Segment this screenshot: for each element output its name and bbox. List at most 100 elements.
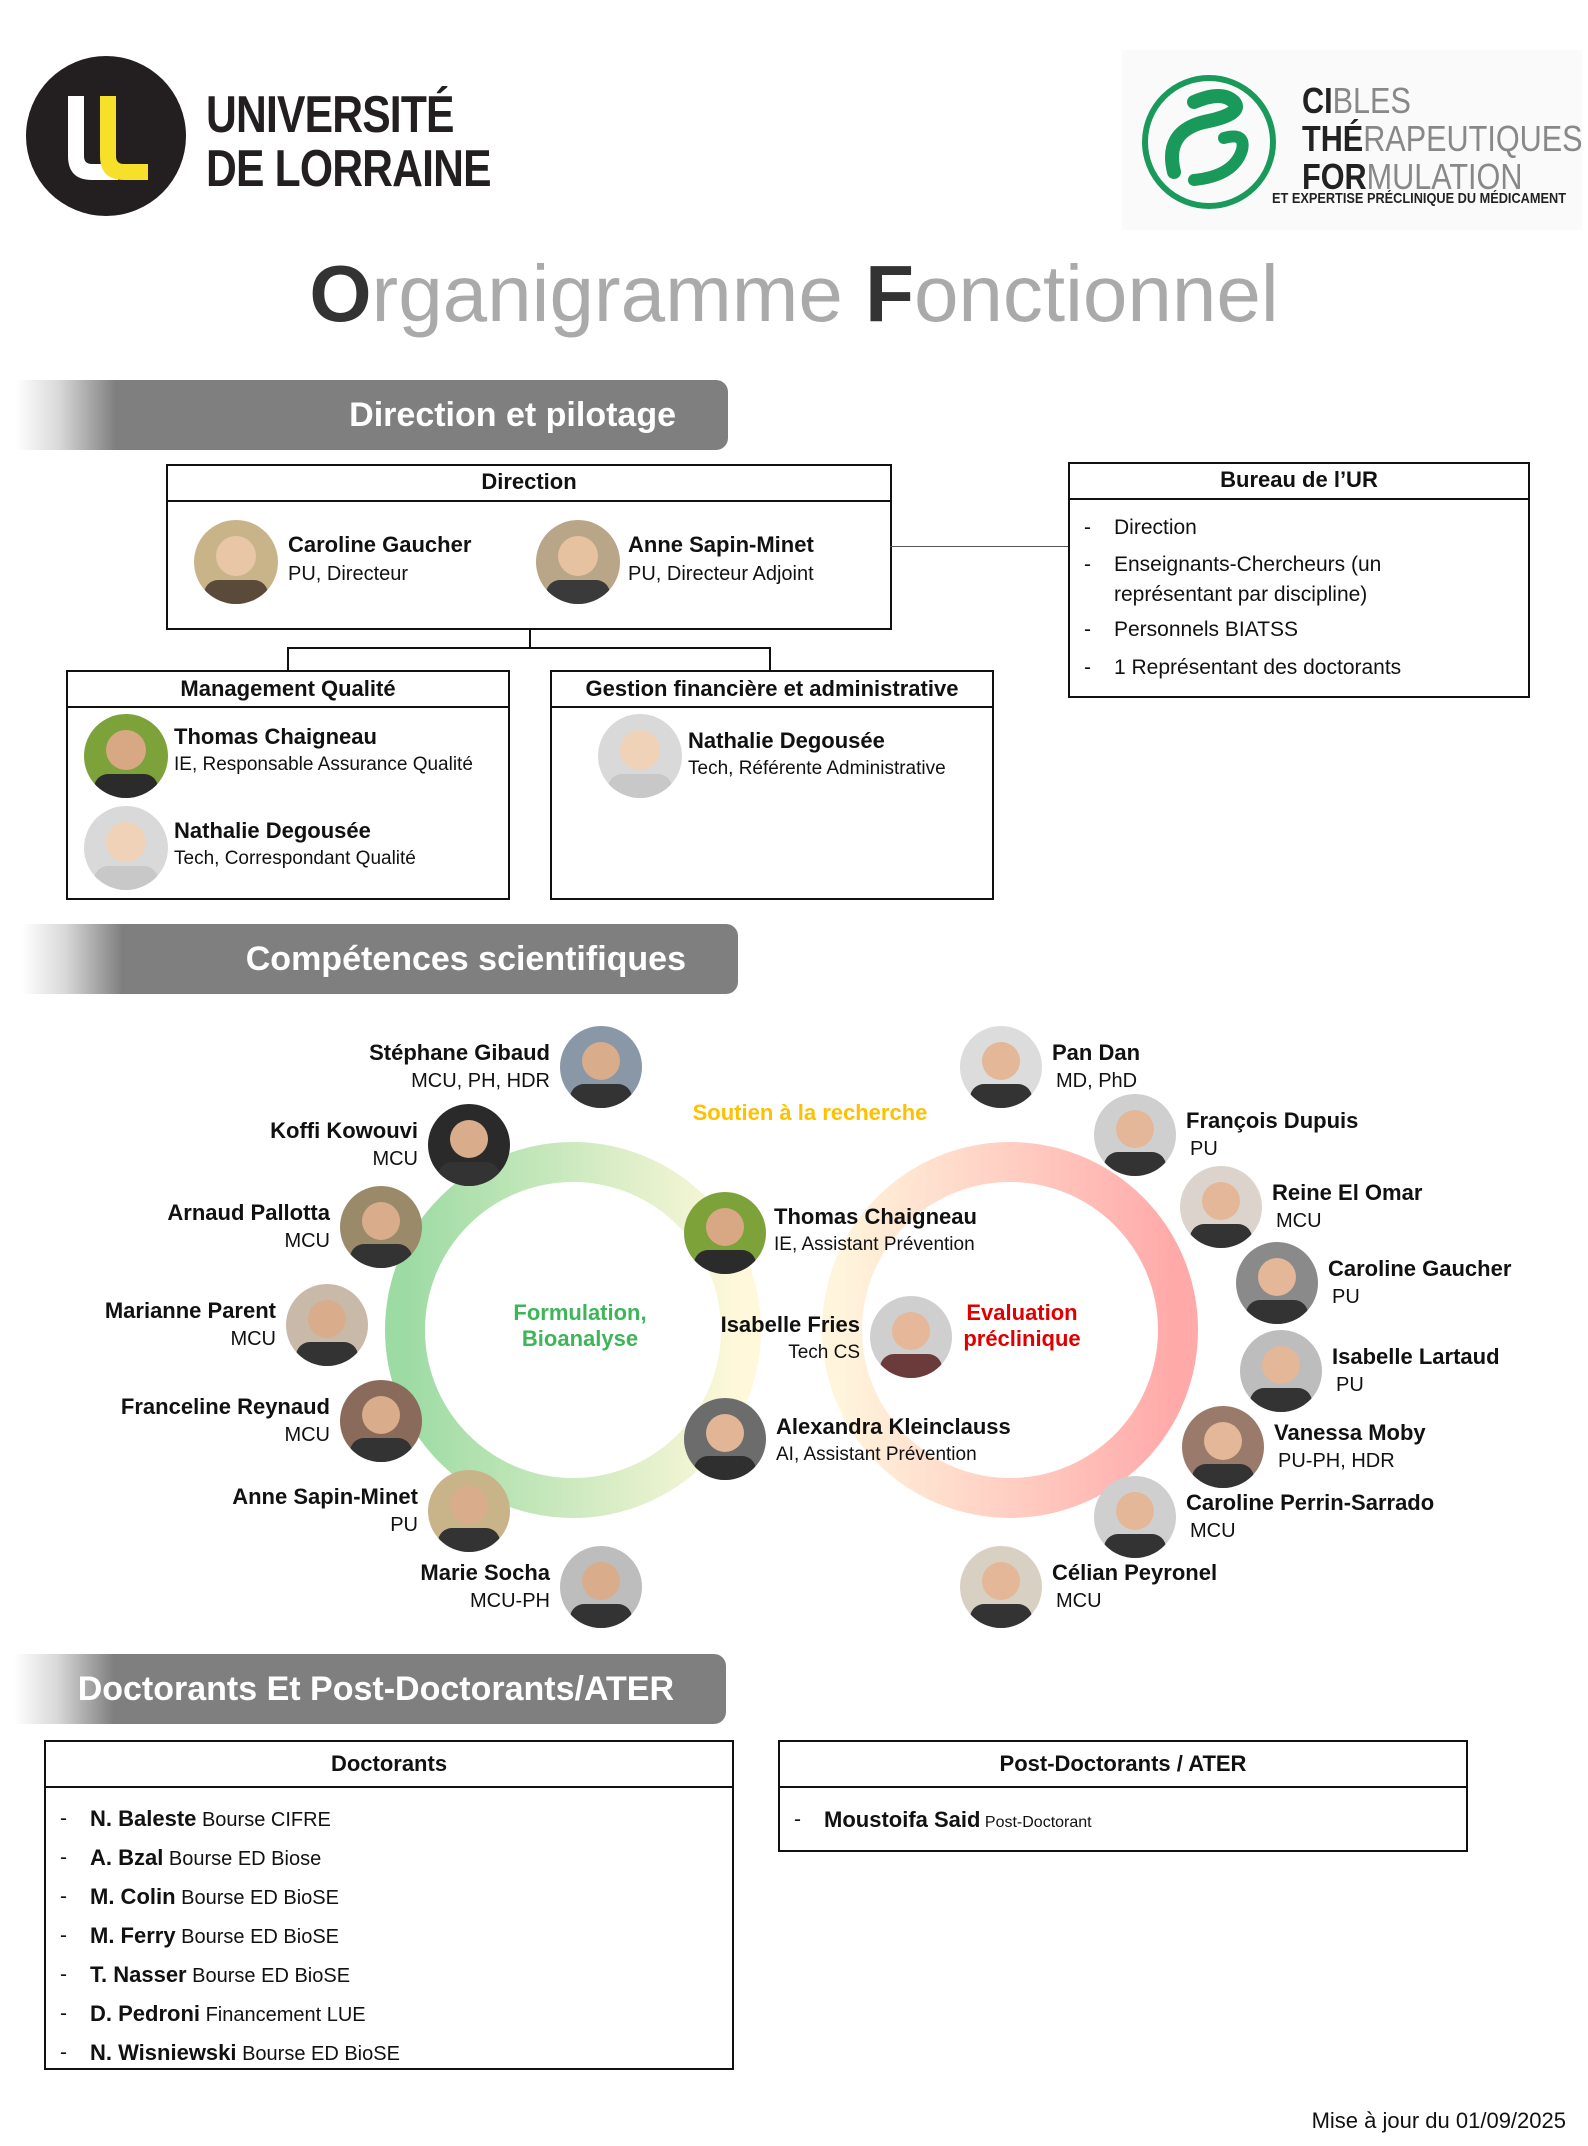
- doctorant-name: D. Pedroni: [90, 2001, 201, 2026]
- person-avatar-icon: [1180, 1166, 1262, 1248]
- connector-line: [287, 647, 771, 649]
- person-avatar-icon: [194, 520, 278, 604]
- postdoc-name: Moustoifa Said: [824, 1807, 981, 1832]
- right-person-role: MCU: [1056, 1590, 1102, 1612]
- person-avatar-icon: [684, 1398, 766, 1480]
- right-person-name: Caroline Gaucher: [1328, 1256, 1512, 1281]
- person-avatar-icon: [684, 1192, 766, 1274]
- doctorants-box-title: Doctorants: [46, 1742, 732, 1788]
- postdoc-box: Post-Doctorants / ATER Moustoifa Said Po…: [778, 1740, 1468, 1852]
- left-person-name: Franceline Reynaud: [120, 1394, 330, 1419]
- doctorant-detail: Bourse ED BioSE: [236, 2043, 400, 2065]
- center-person-name: Alexandra Kleinclauss: [776, 1414, 1011, 1439]
- postdoc-detail: Post-Doctorant: [980, 1814, 1092, 1831]
- page-title: Organigramme Fonctionnel: [309, 249, 1279, 338]
- doctorant-detail: Financement LUE: [200, 2004, 366, 2026]
- right-circle: [822, 1142, 1198, 1518]
- right-person-name: François Dupuis: [1186, 1108, 1359, 1133]
- list-item: M. Ferry Bourse ED BioSE: [46, 1917, 732, 1956]
- doctorant-name: M. Colin: [90, 1884, 176, 1909]
- list-item: M. Colin Bourse ED BioSE: [46, 1878, 732, 1917]
- right-person-name: Pan Dan: [1052, 1040, 1141, 1065]
- right-person-name: Caroline Perrin-Sarrado: [1186, 1490, 1435, 1515]
- infinity-circles: [385, 1142, 1198, 1518]
- person-avatar-icon: [428, 1470, 510, 1552]
- center-person-role: Tech CS: [788, 1342, 860, 1363]
- connector-line: [287, 647, 289, 671]
- gestion-person-role: Tech, Référente Administrative: [688, 758, 946, 779]
- right-person-role: PU-PH, HDR: [1278, 1450, 1395, 1472]
- person-avatar-icon: [1240, 1330, 1322, 1412]
- gestion-box-title: Gestion financière et administrative: [552, 672, 992, 708]
- left-person-role: MCU-PH: [470, 1590, 550, 1612]
- left-circle: [385, 1142, 761, 1518]
- bureau-box: Bureau de l’UR Direction Enseignants-Che…: [1068, 462, 1530, 698]
- left-person-role: MCU: [284, 1424, 330, 1446]
- doctorant-detail: Bourse CIFRE: [196, 1809, 331, 1831]
- update-footer: Mise à jour du 01/09/2025: [1311, 2108, 1566, 2133]
- right-person-name: Reine El Omar: [1272, 1180, 1423, 1205]
- doctorant-detail: Bourse ED BioSE: [186, 1965, 351, 1987]
- qualite-person-name: Nathalie Degousée: [174, 818, 371, 843]
- gestion-person-name: Nathalie Degousée: [688, 728, 885, 753]
- ctf-wordmark: CIBLES THÉRAPEUTIQUES FORMULATION: [1302, 80, 1583, 197]
- left-person-name: Arnaud Pallotta: [167, 1200, 330, 1225]
- person-avatar-icon: [1182, 1406, 1264, 1488]
- person-avatar-icon: [428, 1104, 510, 1186]
- postdoc-box-title: Post-Doctorants / ATER: [780, 1742, 1466, 1788]
- qualite-person-role: Tech, Correspondant Qualité: [174, 848, 416, 869]
- left-person-role: MCU: [372, 1148, 418, 1170]
- left-person-name: Anne Sapin-Minet: [232, 1484, 418, 1509]
- list-item: Moustoifa Said Post-Doctorant: [780, 1802, 1466, 1841]
- list-item: Personnels BIATSS: [1070, 612, 1528, 648]
- list-item: D. Pedroni Financement LUE: [46, 1995, 732, 2034]
- list-item: T. Nasser Bourse ED BioSE: [46, 1956, 732, 1995]
- left-person-name: Marie Socha: [420, 1560, 550, 1585]
- person-avatar-icon: [960, 1026, 1042, 1108]
- qualite-box-title: Management Qualité: [68, 672, 508, 708]
- center-person-role: IE, Assistant Prévention: [774, 1234, 975, 1255]
- person-avatar-icon: [870, 1296, 952, 1378]
- right-person-role: PU: [1336, 1374, 1364, 1396]
- section-banner-competences: Compétences scientifiques: [22, 924, 738, 994]
- doctorant-name: N. Wisniewski: [90, 2040, 237, 2065]
- person-avatar-icon: [1094, 1476, 1176, 1558]
- direction-box-title: Direction: [168, 466, 890, 502]
- person-avatar-icon: [286, 1284, 368, 1366]
- person-avatar-icon: [960, 1546, 1042, 1628]
- direction-person-name: Caroline Gaucher: [288, 532, 472, 557]
- left-person-role: MCU, PH, HDR: [411, 1070, 550, 1092]
- list-item: A. Bzal Bourse ED Biose: [46, 1839, 732, 1878]
- universite-lorraine-wordmark: UNIVERSITÉ DE LORRAINE: [206, 86, 492, 198]
- person-avatar-icon: [598, 714, 682, 798]
- bureau-box-title: Bureau de l’UR: [1070, 464, 1528, 500]
- person-avatar-icon: [560, 1546, 642, 1628]
- bureau-list: Direction Enseignants-Chercheurs (unrepr…: [1070, 500, 1528, 686]
- list-item: Direction: [1070, 510, 1528, 546]
- direction-box: Direction: [166, 464, 892, 630]
- doctorant-detail: Bourse ED Biose: [163, 1848, 322, 1870]
- left-person-name: Koffi Kowouvi: [270, 1118, 418, 1143]
- section-banner-direction: Direction et pilotage: [16, 380, 728, 450]
- left-person-role: PU: [390, 1514, 418, 1536]
- direction-person-role: PU, Directeur: [288, 563, 409, 585]
- person-avatar-icon: [560, 1026, 642, 1108]
- doctorant-detail: Bourse ED BioSE: [175, 1887, 339, 1909]
- connector-line: [890, 546, 1070, 547]
- doctorant-name: M. Ferry: [90, 1923, 176, 1948]
- direction-person-role: PU, Directeur Adjoint: [628, 563, 814, 585]
- postdoc-list: Moustoifa Said Post-Doctorant: [780, 1788, 1466, 1841]
- person-avatar-icon: [1236, 1242, 1318, 1324]
- left-person-name: Marianne Parent: [104, 1298, 276, 1323]
- right-person-name: Célian Peyronel: [1052, 1560, 1218, 1585]
- qualite-person-name: Thomas Chaigneau: [174, 724, 377, 749]
- list-item: N. Baleste Bourse CIFRE: [46, 1800, 732, 1839]
- right-person-role: PU: [1190, 1138, 1218, 1160]
- list-item: 1 Représentant des doctorants: [1070, 650, 1528, 686]
- person-avatar-icon: [340, 1380, 422, 1462]
- direction-person-name: Anne Sapin-Minet: [628, 532, 814, 557]
- right-person-role: MD, PhD: [1056, 1070, 1138, 1092]
- person-avatar-icon: [340, 1186, 422, 1268]
- right-person-name: Vanessa Moby: [1274, 1420, 1426, 1445]
- doctorant-name: N. Baleste: [90, 1806, 197, 1831]
